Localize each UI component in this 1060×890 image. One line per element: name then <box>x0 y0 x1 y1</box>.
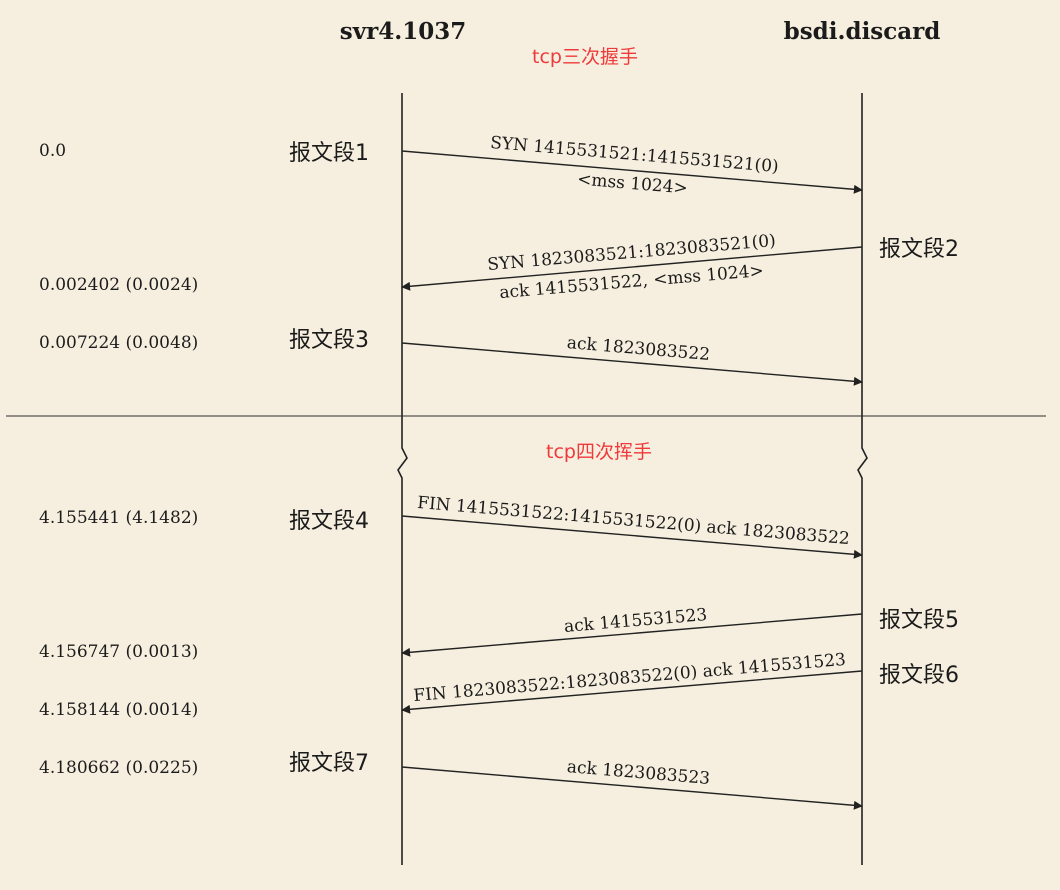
message-arrow <box>401 150 863 194</box>
message-label: FIN 1415531522:1415531522(0) ack 1823083… <box>416 493 850 549</box>
message-arrow <box>401 515 863 559</box>
time-label: 0.0 <box>39 141 66 161</box>
segment-label: 报文段4 <box>289 509 369 534</box>
time-label: 4.156747 (0.0013) <box>39 642 198 662</box>
segment-label: 报文段2 <box>879 237 959 262</box>
segment-label: 报文段6 <box>879 663 959 688</box>
teardown-phase-label: tcp四次挥手 <box>546 441 652 463</box>
left-lifeline <box>397 93 408 865</box>
right-lifeline <box>857 93 868 865</box>
message-arrow <box>401 342 863 386</box>
message-label: ack 1415531523 <box>563 605 708 637</box>
message-label: ack 1823083523 <box>566 757 711 789</box>
message-3: ack 1823083522 <box>401 333 863 386</box>
message-label: ack 1823083522 <box>566 333 711 365</box>
message-7: ack 1823083523 <box>401 757 863 810</box>
time-label: 4.158144 (0.0014) <box>39 700 198 720</box>
time-label: 4.180662 (0.0225) <box>39 758 198 778</box>
segment-label: 报文段5 <box>879 608 959 633</box>
segment-label: 报文段1 <box>289 141 369 166</box>
message-arrow <box>401 613 863 657</box>
message-arrow <box>401 246 863 291</box>
segment-label: 报文段3 <box>289 328 369 353</box>
time-label: 0.002402 (0.0024) <box>39 275 198 295</box>
message-arrow <box>401 670 863 714</box>
time-label: 4.155441 (4.1482) <box>39 508 198 528</box>
message-4: FIN 1415531522:1415531522(0) ack 1823083… <box>401 493 863 559</box>
handshake-phase-label: tcp三次握手 <box>532 46 638 68</box>
message-5: ack 1415531523 <box>401 605 863 657</box>
message-1: SYN 1415531521:1415531521(0) <mss 1024> <box>401 133 863 199</box>
segment-label: 报文段7 <box>289 751 369 776</box>
left-host-header: svr4.1037 <box>340 18 466 45</box>
message-2: SYN 1823083521:1823083521(0) ack 1415531… <box>401 231 863 303</box>
message-arrow <box>401 766 863 810</box>
time-label: 0.007224 (0.0048) <box>39 333 198 353</box>
message-6: FIN 1823083522:1823083522(0) ack 1415531… <box>401 650 863 714</box>
right-host-header: bsdi.discard <box>784 18 941 45</box>
